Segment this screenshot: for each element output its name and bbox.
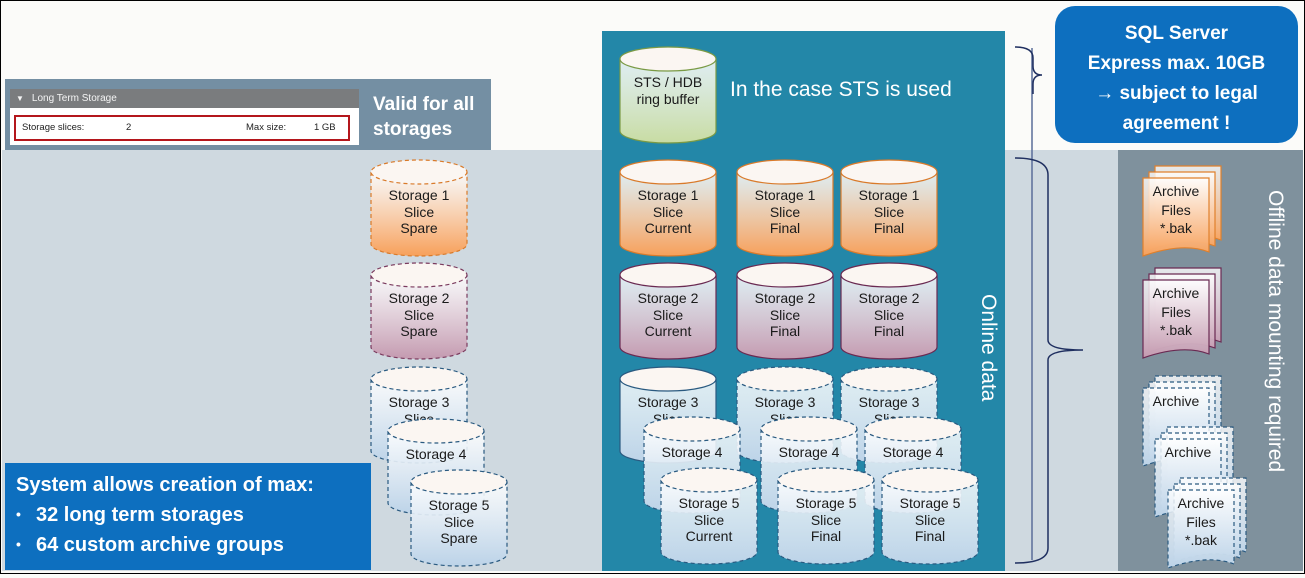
sql-note-line3: → subject to legal xyxy=(1095,83,1258,104)
sts-note: In the case STS is used xyxy=(730,78,952,101)
lts-header-label: Long Term Storage xyxy=(31,93,117,104)
lts-header[interactable]: ▼ Long Term Storage xyxy=(10,89,359,108)
sql-server-note: SQL Server Express max. 10GB → subject t… xyxy=(1055,6,1298,143)
system-note-item: 32 long term storages xyxy=(16,500,371,530)
online-brace-icon xyxy=(1014,157,1084,564)
max-size-label: Max size: xyxy=(246,122,287,133)
sql-note-line2: Express max. 10GB xyxy=(1087,53,1266,74)
system-note-title: System allows creation of max: xyxy=(16,474,314,496)
online-data-label: Online data xyxy=(977,294,1000,402)
valid-note: Valid for all storages xyxy=(373,92,474,142)
max-size-value[interactable]: 1 GB xyxy=(314,122,336,133)
sql-note-line1: SQL Server xyxy=(1124,23,1229,44)
system-note-item: 64 custom archive groups xyxy=(16,530,371,560)
lts-settings-row: Storage slices: 2 Max size: 1 GB xyxy=(14,115,350,141)
valid-note-line1: Valid for all xyxy=(373,94,475,115)
system-limits-note: System allows creation of max: 32 long t… xyxy=(5,463,371,570)
sql-note-line4: agreement ! xyxy=(1122,113,1231,134)
valid-note-line2: storages xyxy=(373,119,453,140)
storage-slices-value[interactable]: 2 xyxy=(126,122,132,133)
storage-slices-label: Storage slices: xyxy=(22,122,85,133)
offline-data-label: Offline data mounting required xyxy=(1264,190,1287,473)
long-term-storage-panel: ▼ Long Term Storage Storage slices: 2 Max… xyxy=(10,89,359,145)
triangle-down-icon[interactable]: ▼ xyxy=(16,94,24,103)
sql-brace-icon xyxy=(1014,46,1043,94)
